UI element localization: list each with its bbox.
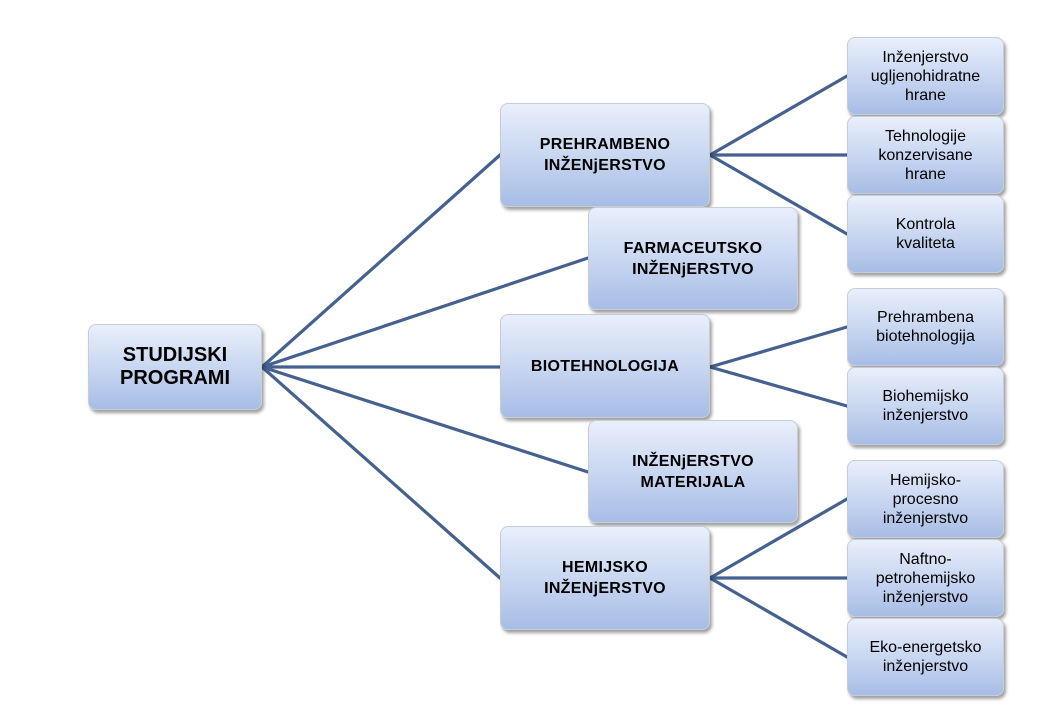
program-node-label: FARMACEUTSKO INŽENjERSTVO: [623, 239, 763, 278]
module-node-label: Biohemijsko inženjerstvo: [882, 388, 969, 424]
root-node-studijski-programi: STUDIJSKI PROGRAMI: [88, 324, 262, 410]
module-node-label: Naftno- petrohemijsko inženjerstvo: [875, 550, 976, 606]
module-node-ugljenohidratne: Inženjerstvo ugljenohidratne hrane: [847, 37, 1004, 115]
module-node-label: Kontrola kvaliteta: [895, 216, 956, 252]
module-node-label: Eko-energetsko inženjerstvo: [869, 639, 982, 675]
module-node-label: Prehrambena biotehnologija: [876, 309, 975, 345]
module-node-label: Hemijsko- procesno inženjerstvo: [882, 471, 969, 527]
module-node-naftno: Naftno- petrohemijsko inženjerstvo: [847, 539, 1004, 617]
program-node-hemijsko: HEMIJSKO INŽENjERSTVO: [500, 526, 710, 630]
root-node-label: STUDIJSKI PROGRAMI: [120, 344, 230, 389]
program-node-farmaceutsko: FARMACEUTSKO INŽENjERSTVO: [588, 207, 798, 310]
connector-prehrambeno-kontrola: [708, 153, 849, 236]
connector-root-prehrambeno: [260, 153, 502, 369]
connector-hemijsko-eko: [708, 576, 849, 659]
program-node-label: BIOTEHNOLOGIJA: [530, 357, 680, 375]
module-node-procesno: Hemijsko- procesno inženjerstvo: [847, 460, 1004, 538]
module-node-label: Inženjerstvo ugljenohidratne hrane: [870, 48, 981, 104]
program-node-label: PREHRAMBENO INŽENjERSTVO: [539, 136, 671, 174]
connector-biotehnologija-prehrambena: [708, 325, 849, 369]
module-node-konzervisane: Tehnologije konzervisane hrane: [847, 116, 1004, 194]
module-node-label: Tehnologije konzervisane hrane: [878, 127, 973, 183]
program-node-materijala: INŽENjERSTVO MATERIJALA: [588, 420, 798, 523]
connector-biotehnologija-biohemijsko: [708, 365, 849, 408]
connector-root-materijala: [260, 365, 590, 474]
connector-hemijsko-procesno: [708, 497, 849, 580]
module-node-kontrola: Kontrola kvaliteta: [847, 195, 1004, 273]
program-node-label: INŽENjERSTVO MATERIJALA: [632, 452, 754, 491]
module-node-prehrambena-biotehnologija: Prehrambena biotehnologija: [847, 288, 1004, 366]
program-node-label: HEMIJSKO INŽENjERSTVO: [544, 559, 666, 597]
module-node-eko-energetsko: Eko-energetsko inženjerstvo: [847, 618, 1004, 696]
program-node-biotehnologija: BIOTEHNOLOGIJA: [500, 314, 710, 418]
module-node-biohemijsko: Biohemijsko inženjerstvo: [847, 367, 1004, 445]
program-node-prehrambeno: PREHRAMBENO INŽENjERSTVO: [500, 103, 710, 207]
connector-root-farmaceutsko: [260, 256, 590, 369]
connector-root-hemijsko: [260, 365, 502, 580]
connector-prehrambeno-ugljenohidratne: [708, 74, 849, 157]
